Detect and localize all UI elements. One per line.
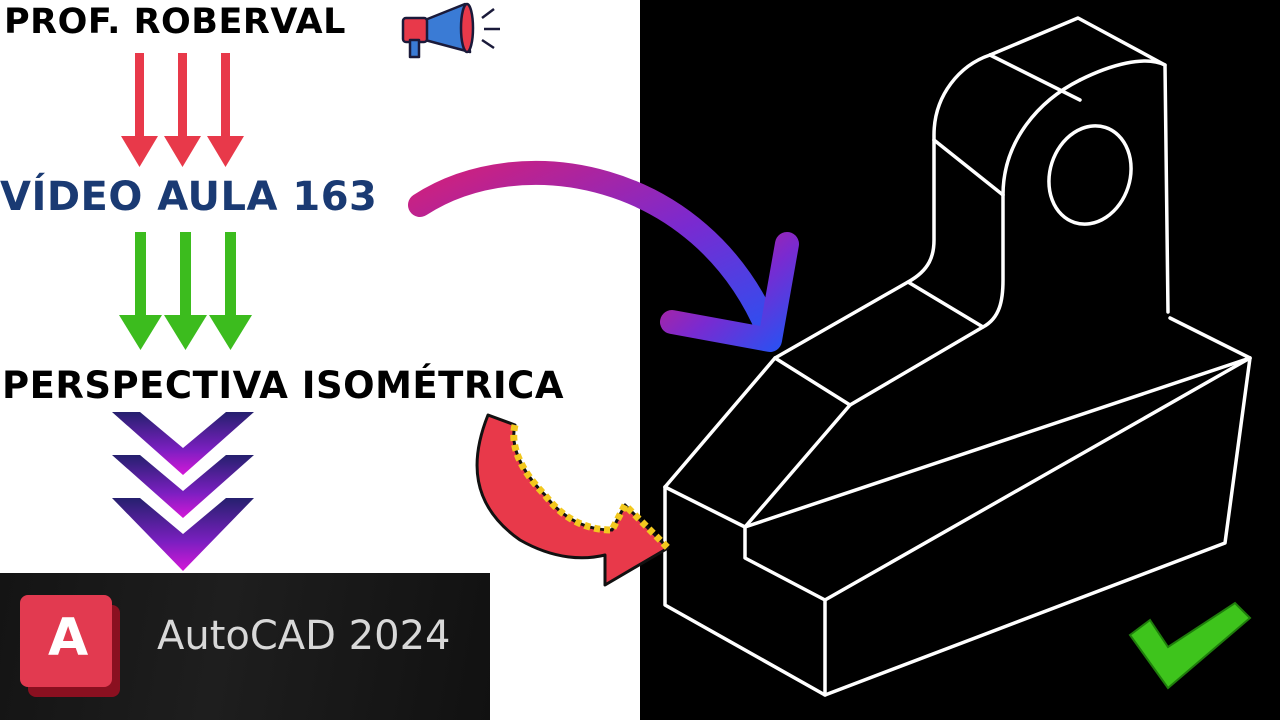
drawing-panel	[640, 0, 1280, 720]
author-title: PROF. ROBERVAL	[4, 2, 346, 42]
checkmark-icon	[1128, 601, 1252, 690]
autocad-logo-letter: A	[48, 608, 89, 668]
chevron-down-icon	[112, 412, 254, 571]
red-arrows-icon	[121, 53, 244, 167]
curved-arrow-icon	[408, 160, 799, 352]
software-name: AutoCAD 2024	[157, 613, 451, 659]
lesson-title: VÍDEO AULA 163	[0, 174, 378, 220]
green-arrows-icon	[119, 232, 252, 350]
megaphone-icon	[401, 2, 500, 59]
pointer-arrow-icon	[475, 413, 671, 587]
topic-title: PERSPECTIVA ISOMÉTRICA	[2, 364, 564, 407]
